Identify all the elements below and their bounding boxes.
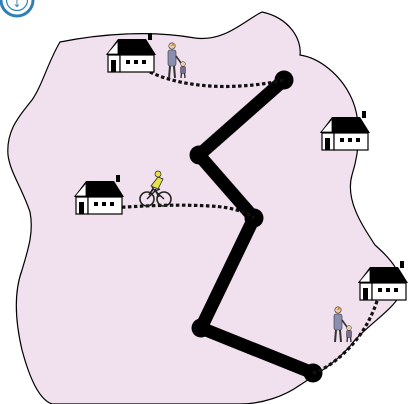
road-node[interactable] xyxy=(190,146,209,165)
road-node[interactable] xyxy=(275,71,294,90)
compass-badge-icon[interactable]: ↓ xyxy=(1,0,33,16)
land-region xyxy=(8,12,401,404)
compass-badge-glyph: ↓ xyxy=(12,0,21,10)
road-node[interactable] xyxy=(192,319,211,338)
